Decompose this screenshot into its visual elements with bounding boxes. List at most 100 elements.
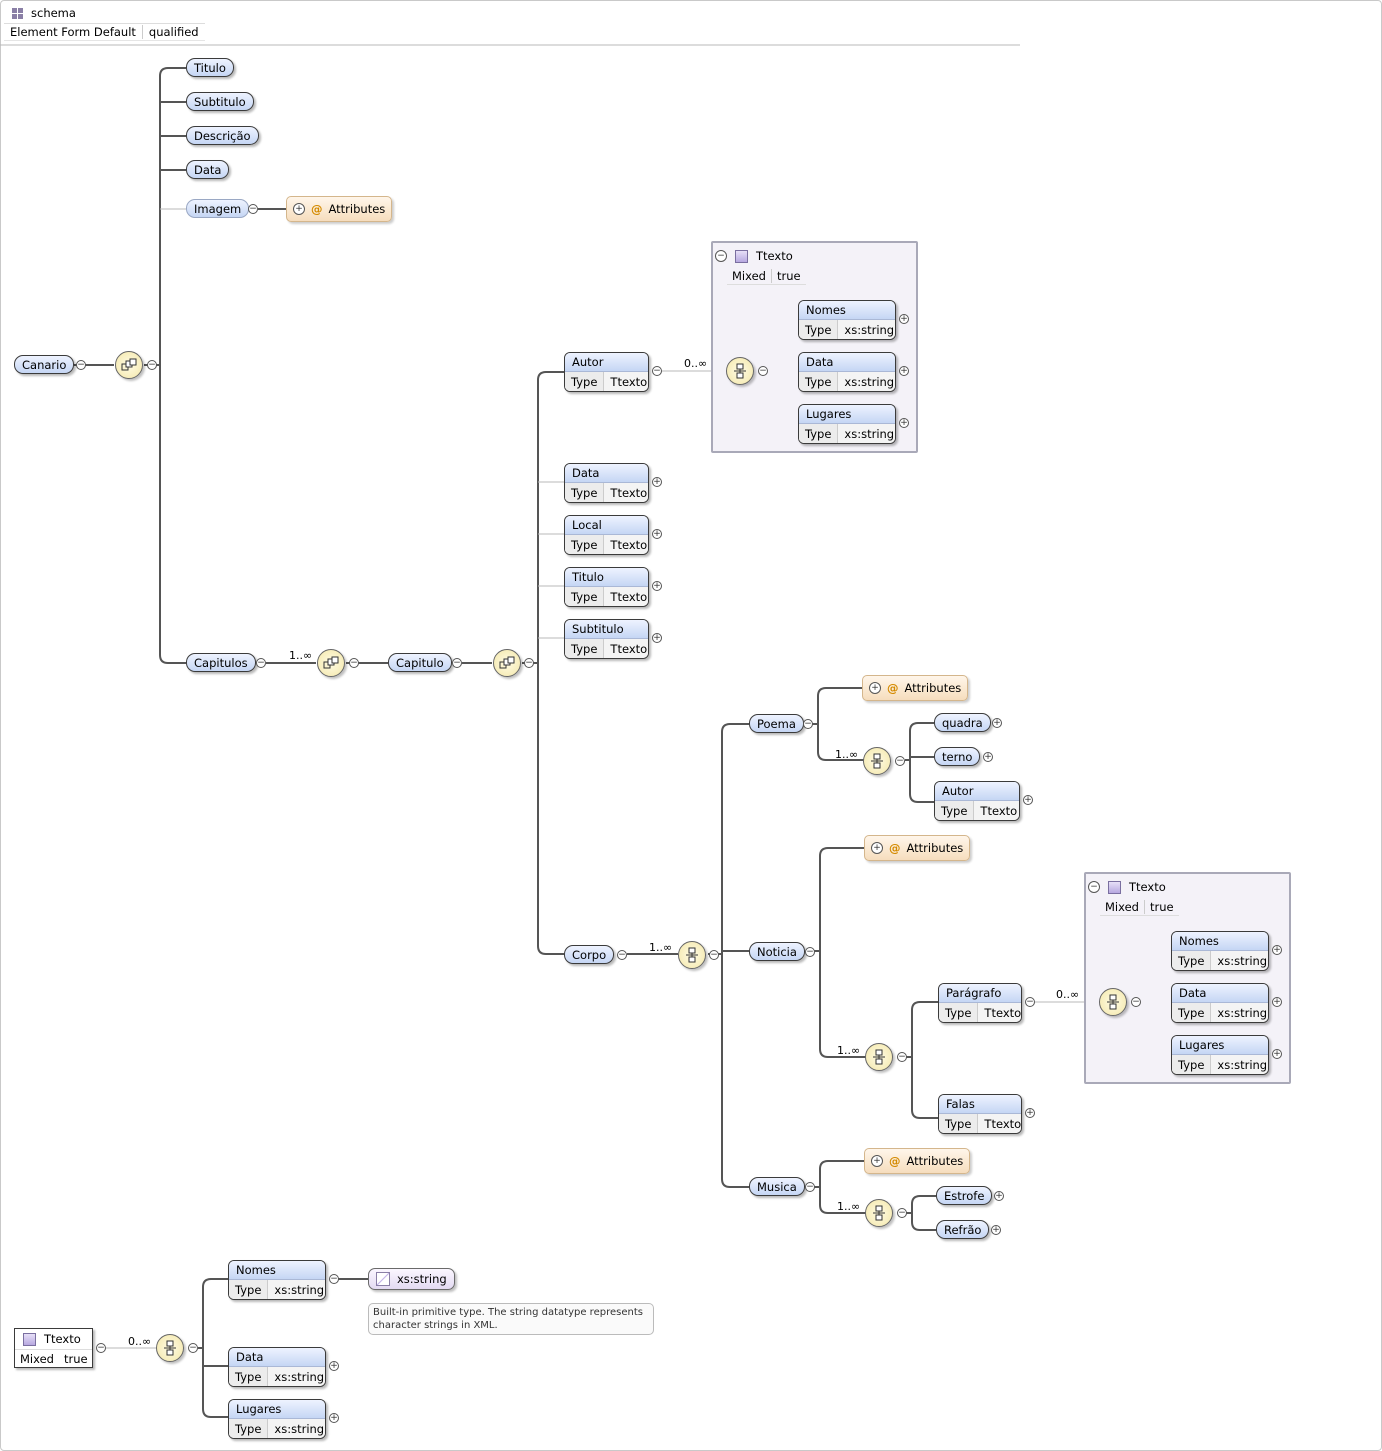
collapse-toggle-icon[interactable]: −: [805, 1181, 815, 1192]
collapse-toggle-icon[interactable]: −: [805, 946, 815, 957]
collapse-toggle-icon[interactable]: −: [617, 949, 627, 960]
collapse-toggle-icon[interactable]: −: [758, 365, 768, 376]
collapse-toggle-icon[interactable]: −: [452, 657, 462, 668]
expand-toggle-icon[interactable]: +: [293, 203, 305, 215]
collapse-toggle-icon[interactable]: −: [652, 365, 662, 376]
collapse-toggle-icon[interactable]: −: [147, 359, 157, 370]
choice-compositor-icon[interactable]: [865, 1199, 893, 1227]
element-data[interactable]: Data: [186, 160, 230, 179]
element-imagem[interactable]: Imagem: [186, 199, 250, 218]
expand-toggle-icon[interactable]: +: [871, 1155, 883, 1167]
collapse-toggle-icon[interactable]: −: [895, 755, 905, 766]
element-quadra[interactable]: quadra: [934, 713, 991, 732]
expand-toggle-icon[interactable]: +: [899, 365, 909, 376]
element-poema[interactable]: Poema: [749, 714, 804, 733]
element-titulo[interactable]: Titulo: [186, 58, 234, 77]
simple-type-xs-string[interactable]: xs:string: [368, 1268, 455, 1290]
element-label: Nomes: [799, 301, 895, 320]
attributes-poema[interactable]: + @ Attributes: [862, 675, 969, 701]
element-noticia[interactable]: Noticia: [749, 942, 805, 961]
collapse-toggle-icon[interactable]: −: [349, 657, 359, 668]
collapse-toggle-icon[interactable]: −: [76, 359, 86, 370]
element-label: Refrão: [944, 1222, 982, 1237]
collapse-toggle-icon[interactable]: −: [1131, 996, 1141, 1007]
element-label: Lugares: [799, 405, 895, 424]
collapse-toggle-icon[interactable]: −: [329, 1273, 339, 1284]
expand-toggle-icon[interactable]: +: [871, 842, 883, 854]
type-value: xs:string: [844, 374, 895, 389]
expand-toggle-icon[interactable]: +: [869, 682, 881, 694]
collapse-toggle-icon[interactable]: −: [1088, 881, 1100, 893]
expand-toggle-icon[interactable]: +: [652, 528, 662, 539]
mixed-value: true: [63, 1352, 88, 1366]
attributes-imagem[interactable]: + @ Attributes: [286, 196, 393, 222]
expand-toggle-icon[interactable]: +: [994, 1190, 1004, 1201]
sequence-compositor-icon[interactable]: [493, 649, 521, 677]
expand-toggle-icon[interactable]: +: [652, 476, 662, 487]
collapse-toggle-icon[interactable]: −: [803, 718, 813, 729]
element-corpo[interactable]: Corpo: [564, 945, 615, 964]
expand-toggle-icon[interactable]: +: [1272, 944, 1282, 955]
attributes-musica[interactable]: + @ Attributes: [864, 1148, 971, 1174]
collapse-toggle-icon[interactable]: −: [715, 250, 727, 262]
expand-toggle-icon[interactable]: +: [992, 717, 1002, 728]
collapse-toggle-icon[interactable]: −: [1025, 996, 1035, 1007]
expand-toggle-icon[interactable]: +: [652, 632, 662, 643]
choice-compositor-icon[interactable]: [678, 941, 706, 969]
element-estrofe[interactable]: Estrofe: [936, 1186, 993, 1205]
collapse-toggle-icon[interactable]: −: [897, 1207, 907, 1218]
element-canario[interactable]: Canario: [14, 355, 75, 374]
element-capitulos[interactable]: Capitulos: [186, 653, 256, 672]
expand-toggle-icon[interactable]: +: [329, 1412, 339, 1423]
collapse-toggle-icon[interactable]: −: [524, 657, 534, 668]
sequence-compositor-icon[interactable]: [115, 351, 143, 379]
expand-toggle-icon[interactable]: +: [1025, 1107, 1035, 1118]
collapse-toggle-icon[interactable]: −: [256, 657, 266, 668]
expand-toggle-icon[interactable]: +: [983, 751, 993, 762]
collapse-toggle-icon[interactable]: −: [897, 1051, 907, 1062]
choice-compositor-icon[interactable]: [726, 357, 754, 385]
collapse-toggle-icon[interactable]: −: [248, 203, 258, 214]
choice-compositor-icon[interactable]: [863, 747, 891, 775]
expand-toggle-icon[interactable]: +: [652, 580, 662, 591]
attributes-noticia[interactable]: + @ Attributes: [864, 835, 971, 861]
collapse-toggle-icon[interactable]: −: [709, 949, 719, 960]
collapse-toggle-icon[interactable]: −: [188, 1342, 198, 1353]
expand-toggle-icon[interactable]: +: [1272, 1048, 1282, 1059]
element-subtitulo[interactable]: Subtitulo: [186, 92, 254, 111]
expand-toggle-icon[interactable]: +: [991, 1224, 1001, 1235]
expand-toggle-icon[interactable]: +: [329, 1360, 339, 1371]
choice-compositor-icon[interactable]: [865, 1043, 893, 1071]
element-refrao[interactable]: Refrão: [936, 1220, 990, 1239]
choice-compositor-icon[interactable]: [156, 1334, 184, 1362]
element-musica[interactable]: Musica: [749, 1177, 805, 1196]
element-descricao[interactable]: Descrição: [186, 126, 259, 145]
choice-compositor-icon[interactable]: [1099, 988, 1127, 1016]
collapse-toggle-icon[interactable]: −: [96, 1342, 106, 1353]
expand-toggle-icon[interactable]: +: [899, 313, 909, 324]
sequence-compositor-icon[interactable]: [317, 649, 345, 677]
expand-toggle-icon[interactable]: +: [1023, 794, 1033, 805]
expand-toggle-icon[interactable]: +: [1272, 996, 1282, 1007]
element-capitulo[interactable]: Capitulo: [388, 653, 452, 672]
element-terno[interactable]: terno: [934, 747, 981, 766]
expand-toggle-icon[interactable]: +: [899, 417, 909, 428]
